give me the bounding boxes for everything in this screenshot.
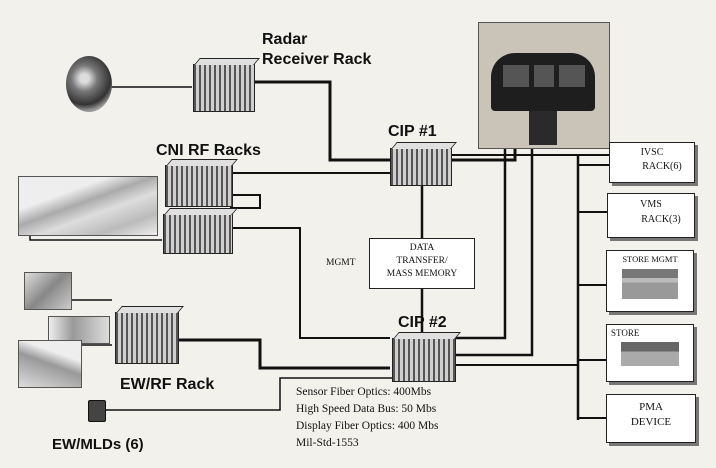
- radar-antenna-image: [66, 56, 112, 112]
- store-mgmt-box: STORE MGMT: [606, 250, 694, 312]
- wire-ewrf-cip2: [178, 340, 390, 368]
- legend-high-speed-bus: High Speed Data Bus: 50 Mbs: [296, 401, 438, 418]
- radar-receiver-rack-label: Radar Receiver Rack: [262, 30, 371, 70]
- wire-cni-racks: [230, 195, 260, 208]
- cip2-rack-icon: [392, 338, 456, 382]
- mgmt-label: MGMT: [326, 258, 356, 268]
- link-legend: Sensor Fiber Optics: 400Mbs High Speed D…: [296, 384, 438, 452]
- ivsc-rack-box: IVSC RACK(6): [609, 142, 695, 183]
- ew-rf-rack-label: EW/RF Rack: [120, 376, 214, 394]
- cip1-label: CIP #1: [388, 123, 437, 141]
- cip2-label: CIP #2: [398, 314, 447, 332]
- ew-mlds-label: EW/MLDs (6): [52, 436, 144, 453]
- store-box: STORE: [606, 324, 694, 382]
- pma-device-box: PMA DEVICE: [606, 394, 696, 443]
- ew-antenna-image-3: [18, 340, 82, 388]
- cockpit-display-image: [478, 22, 610, 149]
- vms-rack-box: VMS RACK(3): [607, 193, 695, 238]
- wire-cni-cip2: [232, 228, 390, 338]
- ew-mld-sensor-icon: [88, 400, 106, 422]
- cni-rf-rack-upper-icon: [165, 165, 233, 207]
- wire-radar-cip1: [255, 82, 390, 160]
- cip1-rack-icon: [390, 148, 452, 186]
- data-transfer-mass-memory-box: DATA TRANSFER/ MASS MEMORY: [369, 238, 475, 289]
- ew-antenna-image-1: [24, 272, 72, 310]
- cni-rf-rack-lower-icon: [163, 214, 233, 254]
- store-image: [621, 342, 679, 366]
- radar-receiver-rack-icon: [193, 64, 255, 112]
- cni-rf-racks-label: CNI RF Racks: [156, 142, 261, 160]
- ew-rf-rack-icon: [115, 312, 179, 364]
- legend-sensor-fiber: Sensor Fiber Optics: 400Mbs: [296, 384, 438, 401]
- store-mgmt-image: [622, 269, 678, 299]
- legend-mil-std: Mil-Std-1553: [296, 435, 438, 452]
- legend-display-fiber: Display Fiber Optics: 400 Mbs: [296, 418, 438, 435]
- cni-antennas-image: [18, 176, 158, 236]
